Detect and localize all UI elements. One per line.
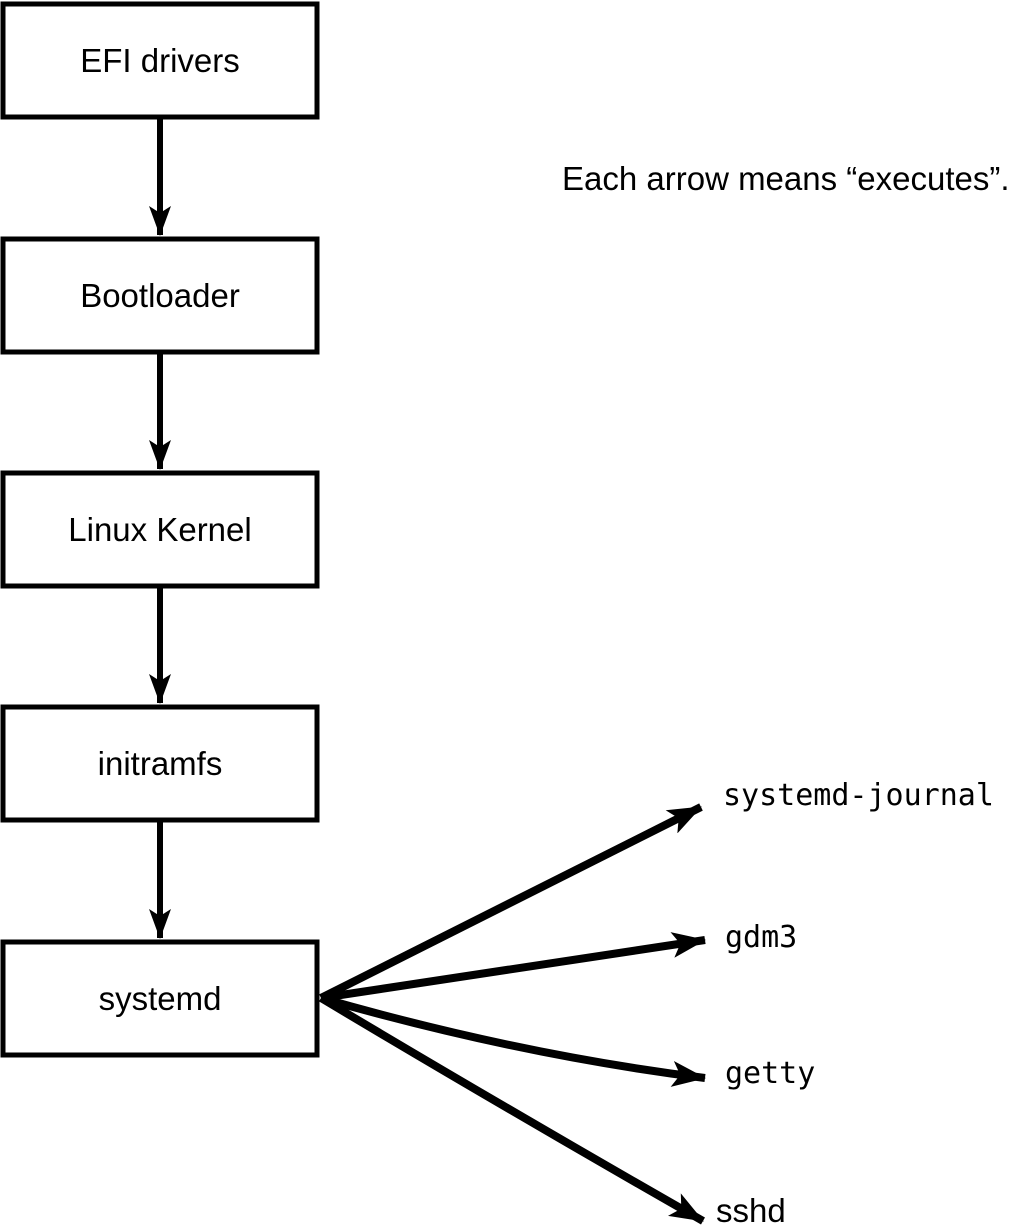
box-label-efi-drivers: EFI drivers	[80, 42, 240, 79]
box-label-linux-kernel: Linux Kernel	[68, 511, 251, 548]
exec-arrow-getty	[319, 994, 706, 1087]
box-label-systemd: systemd	[99, 980, 222, 1017]
exec-arrow-systemd-journal	[319, 803, 703, 1002]
box-linux-kernel	[0, 470, 320, 589]
box-label-initramfs: initramfs	[98, 745, 223, 782]
annotation-arrow-meaning: Each arrow means “executes”.	[562, 160, 1010, 197]
box-systemd	[0, 939, 320, 1058]
label-sshd: sshd	[716, 1192, 786, 1229]
box-initramfs	[0, 704, 320, 823]
box-bootloader	[0, 236, 320, 355]
exec-arrow-sshd	[318, 994, 705, 1225]
box-label-bootloader: Bootloader	[80, 277, 240, 314]
label-getty: getty	[725, 1056, 815, 1091]
label-gdm3: gdm3	[725, 920, 797, 955]
box-efi-drivers	[0, 1, 320, 120]
exec-arrow-gdm3	[320, 932, 706, 1002]
label-systemd-journal: systemd-journal	[723, 778, 994, 813]
